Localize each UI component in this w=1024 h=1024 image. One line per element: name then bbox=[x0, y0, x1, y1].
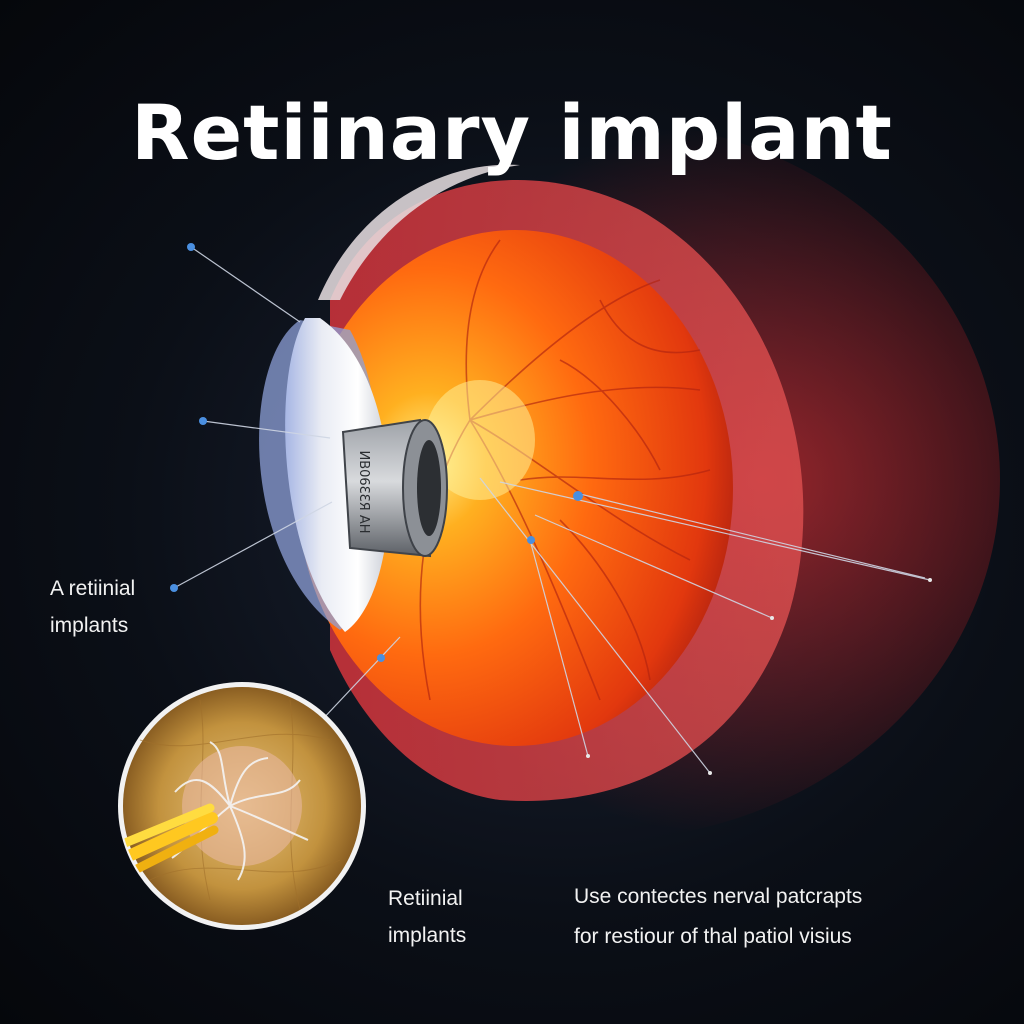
implant-device: ИВ06ƐƐЯ AH bbox=[341, 418, 448, 558]
optic-disc bbox=[425, 380, 535, 500]
retina bbox=[297, 230, 733, 746]
pointer-end-dots bbox=[586, 578, 932, 775]
label-retinal-implants-bottom: Retiinial implants bbox=[388, 880, 466, 954]
label-line: implants bbox=[388, 924, 467, 947]
sclera-rim bbox=[318, 164, 520, 300]
caption-line: for restiour of thal patiol visius bbox=[574, 925, 852, 948]
label-line: Retiinial bbox=[388, 887, 463, 910]
magnified-inset bbox=[118, 682, 366, 930]
pointer-dots bbox=[170, 243, 583, 662]
caption-line: Use contectes nerval patcrapts bbox=[574, 885, 863, 908]
optic-nerve-fibers bbox=[120, 803, 219, 880]
lens bbox=[285, 318, 390, 632]
page-title: Retiinary implant bbox=[131, 88, 893, 177]
label-retinal-implant-left: A retiinial implants bbox=[50, 570, 135, 644]
label-line: implants bbox=[50, 614, 129, 637]
implant-chip bbox=[182, 746, 302, 866]
label-line: A retiinial bbox=[50, 577, 136, 600]
device-engraving: ИВ06ƐƐЯ AH bbox=[356, 451, 371, 534]
pointer-lines bbox=[173, 246, 931, 774]
caption: Use contectes nerval patcrapts for resti… bbox=[574, 877, 862, 957]
